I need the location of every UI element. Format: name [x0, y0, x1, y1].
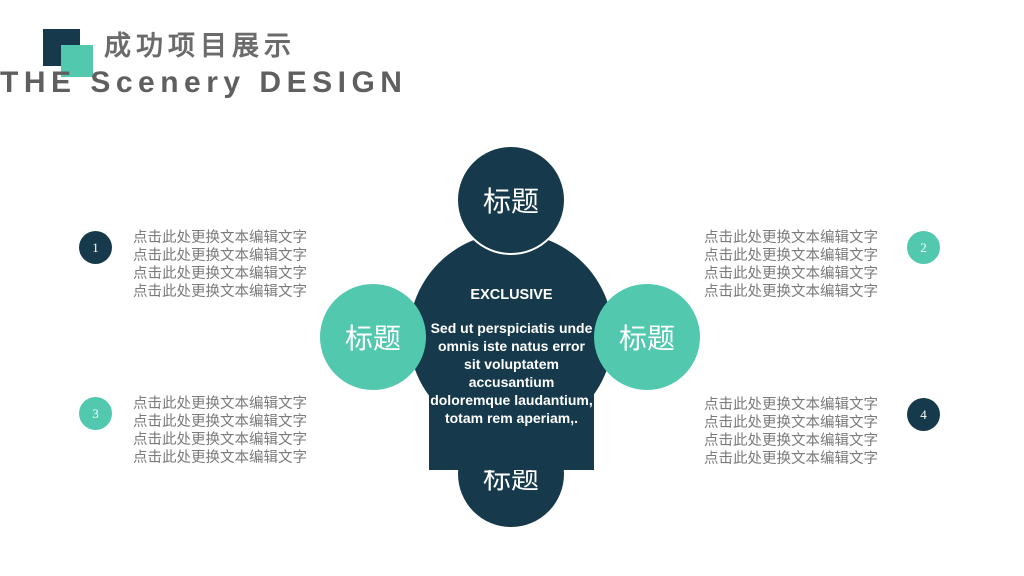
- text-line: 点击此处更换文本编辑文字: [704, 415, 878, 431]
- logo-square-teal: [61, 45, 93, 77]
- text-line: 点击此处更换文本编辑文字: [133, 284, 307, 300]
- diagram-center-panel: [429, 330, 594, 470]
- diagram-label-top: 标题: [482, 185, 539, 218]
- center-paragraph: Sed ut perspiciatis unde omnis iste natu…: [430, 320, 593, 426]
- center-heading: EXCLUSIVE: [470, 287, 553, 303]
- slide-title: 成功项目展示: [104, 31, 296, 62]
- number-badge-1: 1: [79, 231, 112, 264]
- text-line: 点击此处更换文本编辑文字: [133, 414, 307, 430]
- text-line: 点击此处更换文本编辑文字: [704, 433, 878, 449]
- text-line: 点击此处更换文本编辑文字: [704, 451, 878, 467]
- text-line: 点击此处更换文本编辑文字: [133, 230, 307, 246]
- text-line: 点击此处更换文本编辑文字: [133, 248, 307, 264]
- text-line: 点击此处更换文本编辑文字: [133, 266, 307, 282]
- diagram-center-text: EXCLUSIVE Sed ut perspiciatis unde omnis…: [429, 283, 594, 427]
- text-line: 点击此处更换文本编辑文字: [133, 432, 307, 448]
- number-badge-2: 2: [907, 231, 940, 264]
- text-block-2[interactable]: 点击此处更换文本编辑文字 点击此处更换文本编辑文字 点击此处更换文本编辑文字 点…: [704, 229, 904, 301]
- text-block-3[interactable]: 点击此处更换文本编辑文字 点击此处更换文本编辑文字 点击此处更换文本编辑文字 点…: [133, 395, 333, 467]
- diagram-circle-top: 标题: [458, 147, 564, 253]
- diagram-label-left: 标题: [344, 322, 401, 355]
- text-line: 点击此处更换文本编辑文字: [704, 397, 878, 413]
- text-line: 点击此处更换文本编辑文字: [704, 248, 878, 264]
- number-badge-3: 3: [79, 397, 112, 430]
- text-line: 点击此处更换文本编辑文字: [704, 230, 878, 246]
- slide-subtitle: THE Scenery DESIGN: [0, 66, 408, 99]
- diagram-label-right: 标题: [618, 322, 675, 355]
- diagram-circle-right: 标题: [594, 284, 700, 390]
- text-line: 点击此处更换文本编辑文字: [704, 284, 878, 300]
- text-block-4[interactable]: 点击此处更换文本编辑文字 点击此处更换文本编辑文字 点击此处更换文本编辑文字 点…: [704, 396, 904, 468]
- text-block-1[interactable]: 点击此处更换文本编辑文字 点击此处更换文本编辑文字 点击此处更换文本编辑文字 点…: [133, 229, 333, 301]
- text-line: 点击此处更换文本编辑文字: [133, 396, 307, 412]
- diagram-circle-left: 标题: [320, 284, 426, 390]
- number-badge-4: 4: [907, 398, 940, 431]
- text-line: 点击此处更换文本编辑文字: [704, 266, 878, 282]
- text-line: 点击此处更换文本编辑文字: [133, 450, 307, 466]
